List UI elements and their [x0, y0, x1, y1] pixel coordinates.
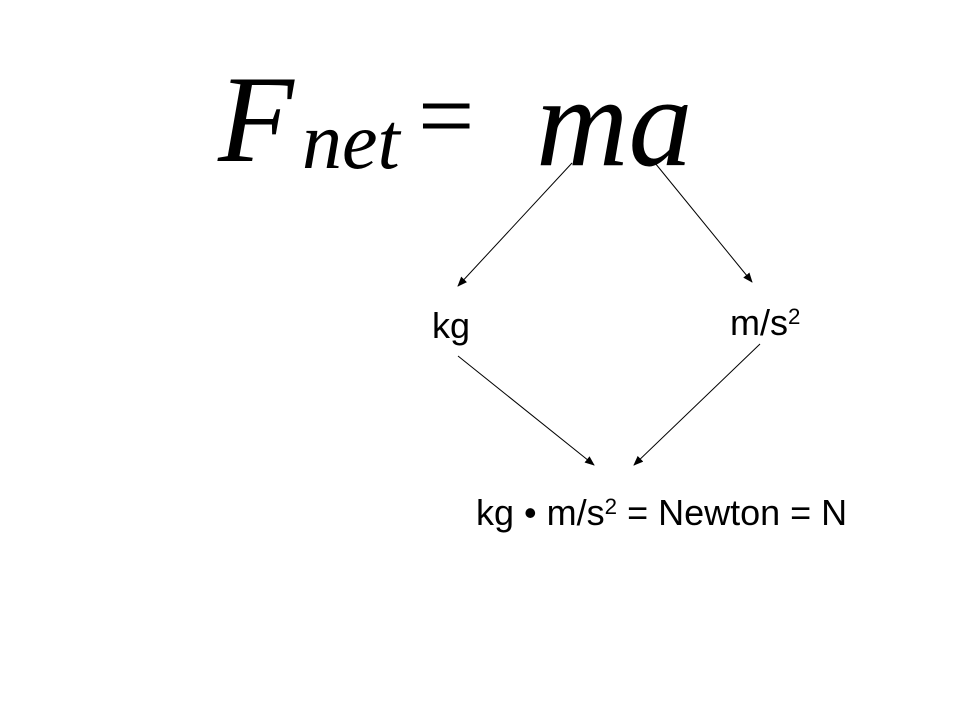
result-ms: m/s	[546, 492, 605, 533]
arrow-kg-to-result	[457, 355, 595, 466]
mass-unit-label: kg	[432, 308, 470, 344]
arrow-a-to-ms2	[654, 162, 753, 283]
arrow-ms2-to-result	[633, 343, 761, 466]
result-newton-text: = Newton = N	[617, 492, 848, 533]
mass-unit-text: kg	[432, 305, 471, 346]
net-subscript: net	[302, 98, 400, 186]
acceleration-unit-label: m/s2	[730, 305, 800, 341]
force-symbol: F	[218, 51, 294, 188]
equals-sign: =	[418, 60, 475, 171]
result-dot: •	[514, 492, 547, 533]
mass-times-acceleration: ma	[536, 51, 693, 193]
acceleration-unit-text: m/s	[730, 302, 788, 343]
result-exponent: 2	[604, 493, 618, 519]
result-kg: kg	[476, 492, 515, 533]
newton-unit-result: kg • m/s2 = Newton = N	[476, 495, 847, 531]
acceleration-unit-exponent: 2	[788, 303, 801, 329]
arrow-m-to-kg	[457, 162, 573, 287]
